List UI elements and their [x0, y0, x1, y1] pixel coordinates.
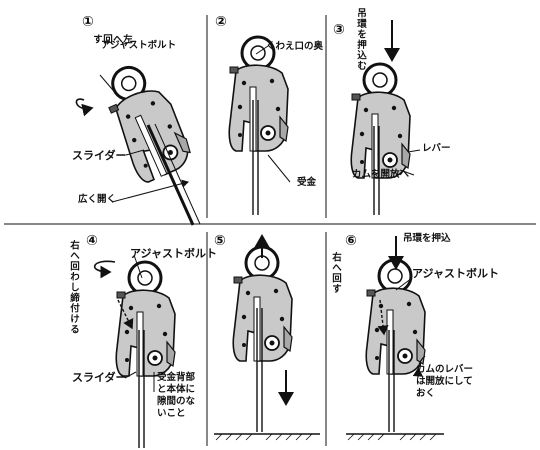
turn-right-tighten-label: 右へ回わし締付ける — [67, 240, 79, 335]
slider-label-4: スライダー — [72, 371, 127, 384]
panel-1-plate — [146, 124, 195, 226]
adjust-bolt-label-4: アジャストボルト — [130, 247, 218, 260]
push-ring-label: 吊環を押込む — [354, 8, 366, 71]
receiver-label: 受金 — [297, 177, 317, 188]
step-number-3: ③ — [333, 22, 345, 38]
adjust-bolt-label-6: アジャストボルト — [412, 267, 500, 280]
step-number-4: ④ — [86, 233, 98, 249]
panel-4-rotate-arrow — [94, 260, 116, 279]
panel-1-rotate-arrow — [75, 98, 94, 117]
step-number-1: ① — [82, 14, 94, 30]
step-number-6: ⑥ — [345, 233, 357, 249]
push-ring-label-6: 吊環を押込 — [403, 233, 451, 244]
step-number-5: ⑤ — [214, 233, 226, 249]
panel-4-clamp — [114, 260, 177, 378]
panel-1-clamp — [94, 55, 198, 187]
adjust-bolt-label: アジャストボルト — [101, 40, 177, 51]
open-wide-label: 広く開く — [78, 194, 117, 205]
lever-label: レバー — [422, 143, 451, 154]
slider-label: スライダー — [72, 149, 127, 162]
step-number-2: ② — [215, 14, 227, 30]
turn-left-label: 左へ回す — [90, 34, 132, 45]
mouth-back-label: くわえ口の奥 — [266, 41, 324, 52]
turn-right-label: 右へ回す — [329, 252, 341, 294]
keep-lever-open-label: カムのレバー は開放にして おく — [416, 364, 474, 399]
panel-frames — [4, 15, 536, 446]
release-cam-label: カムを開放へ — [352, 169, 410, 180]
no-gap-label: 受金背部 と本体に 隙間のな いこと — [157, 372, 196, 419]
